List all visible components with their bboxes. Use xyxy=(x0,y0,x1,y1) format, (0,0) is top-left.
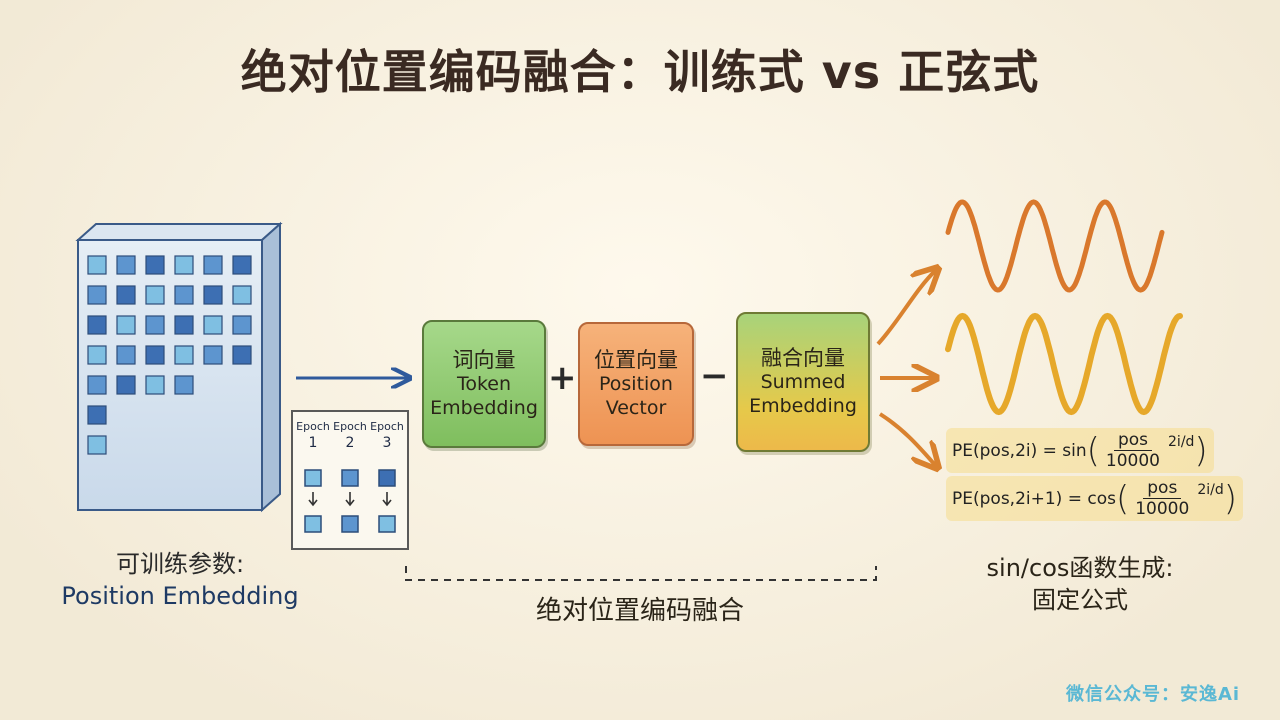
token-embedding-box: 词向量 Token Embedding xyxy=(422,320,546,448)
grid-cell xyxy=(87,405,107,425)
embedding-matrix-block xyxy=(75,221,283,513)
grid-cell xyxy=(87,345,107,365)
grid-cell xyxy=(174,375,194,395)
grid-cell xyxy=(145,375,165,395)
grid-cell xyxy=(87,435,107,455)
grid-cell xyxy=(145,315,165,335)
epoch-2-update xyxy=(341,469,359,533)
fusion-label: 绝对位置编码融合 xyxy=(535,596,744,626)
grid-cell xyxy=(232,315,252,335)
summed-embedding-box: 融合向量 Summed Embedding xyxy=(736,312,870,452)
bracket-dashed xyxy=(405,566,877,581)
grid-cell xyxy=(232,345,252,365)
grid-cell xyxy=(232,285,252,305)
grid-cell xyxy=(145,285,165,305)
sine-wave-top xyxy=(945,199,1165,293)
grid-cell xyxy=(203,345,223,365)
grid-cell xyxy=(87,315,107,335)
plus-operator: + xyxy=(548,358,577,398)
epoch-1-update xyxy=(304,469,322,533)
arrow-to-formula xyxy=(878,412,936,466)
watermark-text: 微信公众号：安逸Ai xyxy=(1066,684,1241,705)
grid-cell xyxy=(174,315,194,335)
grid-cell xyxy=(145,255,165,275)
grid-cell xyxy=(203,315,223,335)
minus-operator: − xyxy=(700,356,729,396)
grid-cell xyxy=(87,285,107,305)
grid-cell xyxy=(203,285,223,305)
grid-cell xyxy=(203,255,223,275)
position-vector-box: 位置向量 Position Vector xyxy=(578,322,694,446)
epoch-update-icons xyxy=(304,469,396,533)
grid-cell xyxy=(174,345,194,365)
grid-cell xyxy=(232,255,252,275)
grid-cell xyxy=(174,255,194,275)
epoch-label-2: Epoch 2 xyxy=(333,420,367,452)
grid-cell xyxy=(116,315,136,335)
page-title: 绝对位置编码融合：训练式 vs 正弦式 xyxy=(240,45,1040,99)
epoch-card: Epoch 1 Epoch 2 Epoch 3 xyxy=(291,410,409,550)
epoch-label-3: Epoch 3 xyxy=(370,420,404,452)
grid-cell xyxy=(174,285,194,305)
formula-cos: PE(pos,2i+1) = cos ( pos 10000 2i/d ) xyxy=(946,476,1243,521)
trainable-param-label: 可训练参数: Position Embedding xyxy=(61,550,299,611)
sine-wave-middle xyxy=(945,312,1183,416)
grid-cell xyxy=(87,375,107,395)
grid-cell xyxy=(116,285,136,305)
embedding-grid-cells xyxy=(87,255,252,455)
epoch-3-update xyxy=(378,469,396,533)
grid-cell xyxy=(116,375,136,395)
grid-cell xyxy=(116,255,136,275)
epoch-label-1: Epoch 1 xyxy=(296,420,330,452)
formula-sin: PE(pos,2i) = sin ( pos 10000 2i/d ) xyxy=(946,428,1214,473)
grid-cell xyxy=(87,255,107,275)
arrow-to-wave-top xyxy=(876,270,936,346)
sincos-label: sin/cos函数生成: 固定公式 xyxy=(986,554,1174,615)
grid-cell xyxy=(145,345,165,365)
grid-cell xyxy=(116,345,136,365)
